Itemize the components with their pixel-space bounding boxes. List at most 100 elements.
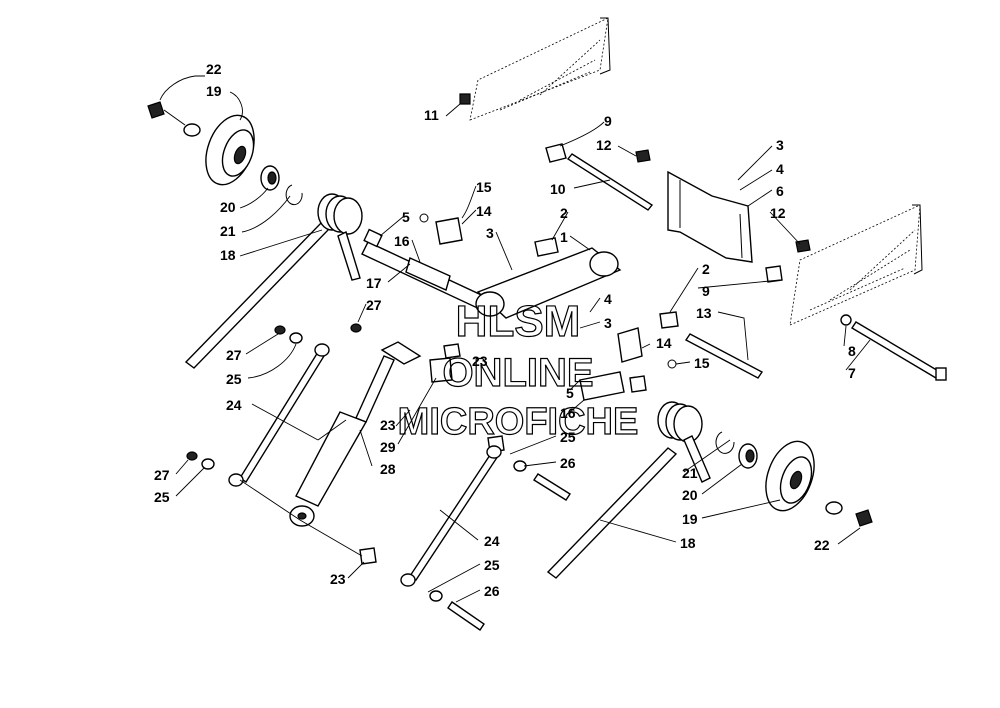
lower-frame-rail [789,204,923,326]
callout-24: 24 [484,533,500,549]
callout-17: 17 [366,275,382,291]
callout-2: 2 [702,261,710,277]
snap-ring-21-lower [715,431,735,454]
callout-12: 12 [770,205,786,221]
callout-8: 8 [848,343,856,359]
spring-18-upper [184,193,363,369]
callout-13: 13 [696,305,712,321]
bumper-14-upper [435,217,463,245]
bushing-16-lower [579,371,625,401]
callout-27: 27 [366,297,382,313]
callout-15: 15 [694,355,710,371]
clip-15-upper [419,213,429,223]
callout-22: 22 [814,537,830,553]
upper-left-wheel-group [147,101,303,206]
callout-27: 27 [154,467,170,483]
callout-18: 18 [220,247,236,263]
callout-9: 9 [702,283,710,299]
bracket-6 [667,170,753,263]
callout-4: 4 [776,161,784,177]
callout-10: 10 [550,181,566,197]
nut-27-a [274,325,286,335]
watermark-line2: ONLINE [442,351,593,395]
washer-lower-right [825,501,843,515]
bushing-25-a [289,332,303,344]
callout-23: 23 [330,571,346,587]
callout-3: 3 [486,225,494,241]
bushing-2-lower [659,311,679,329]
pivot-arm-1 [419,213,622,319]
bolt-26-upper [533,473,571,501]
callout-20: 20 [682,487,698,503]
callout-1: 1 [560,229,568,245]
washer-8 [840,314,852,326]
callout-26: 26 [484,583,500,599]
nut-27-c [186,451,198,461]
spacer-23-lower [359,547,377,565]
bolt-22-upper [147,101,165,119]
bolt-7 [840,314,947,381]
upper-frame-rail [469,17,611,121]
callout-20: 20 [220,199,236,215]
bolt-26-lower [447,601,485,631]
callout-14: 14 [656,335,672,351]
callout-25: 25 [154,489,170,505]
callout-7: 7 [848,365,856,381]
callout-25: 25 [226,371,242,387]
bushing-5-upper [363,228,383,248]
callout-6: 6 [776,183,784,199]
shaft-13 [659,311,764,379]
callout-18: 18 [680,535,696,551]
callout-5: 5 [566,385,574,401]
callout-4: 4 [604,291,612,307]
nut-11 [459,93,471,105]
bushing-25-c [201,458,215,470]
callout-2: 2 [560,205,568,221]
watermark: HLSM ONLINE MICROFICHE [397,296,639,443]
callout-14: 14 [476,203,492,219]
bushing-25-d [429,590,443,602]
callout-23: 23 [472,353,488,369]
callout-3: 3 [776,137,784,153]
callout-16: 16 [394,233,410,249]
bumper-14-lower [617,327,643,363]
spring-18-lower [546,401,711,579]
spacer-29 [429,357,453,383]
watermark-line1: HLSM [456,297,581,346]
callout-16: 16 [560,405,576,421]
bushing-5-lower [629,375,647,393]
callout-19: 19 [206,83,222,99]
bolt-22-lower [855,509,873,527]
watermark-line3: MICROFICHE [398,401,639,443]
callout-23: 23 [380,417,396,433]
lower-bushing-group [579,327,677,401]
callout-24: 24 [226,397,242,413]
callout-9: 9 [604,113,612,129]
callout-labels: 22 19 20 21 18 11 9 12 10 3 4 6 12 15 14… [154,61,856,599]
callout-29: 29 [380,439,396,455]
callout-5: 5 [402,209,410,225]
callout-12: 12 [596,137,612,153]
clip-15-lower [667,359,677,369]
callout-11: 11 [424,107,439,123]
link-24-left [228,343,330,487]
callout-15: 15 [476,179,492,195]
leader-lines [159,75,871,603]
lower-right-wheel-group [715,431,873,527]
callout-19: 19 [682,511,698,527]
callout-28: 28 [380,461,396,477]
shock-absorber-28 [289,341,422,527]
shaft-10 [545,143,654,211]
washer-upper-left [183,123,201,137]
bolt-12-upper [635,149,651,163]
callout-25: 25 [560,429,576,445]
bushing-2-upper [534,237,559,257]
spacer-23-upper [443,343,461,359]
bushing-9-upper [545,143,567,163]
snap-ring-21-upper [285,184,303,206]
bushing-16-upper [405,257,451,291]
callout-22: 22 [206,61,222,77]
callout-26: 26 [560,455,576,471]
